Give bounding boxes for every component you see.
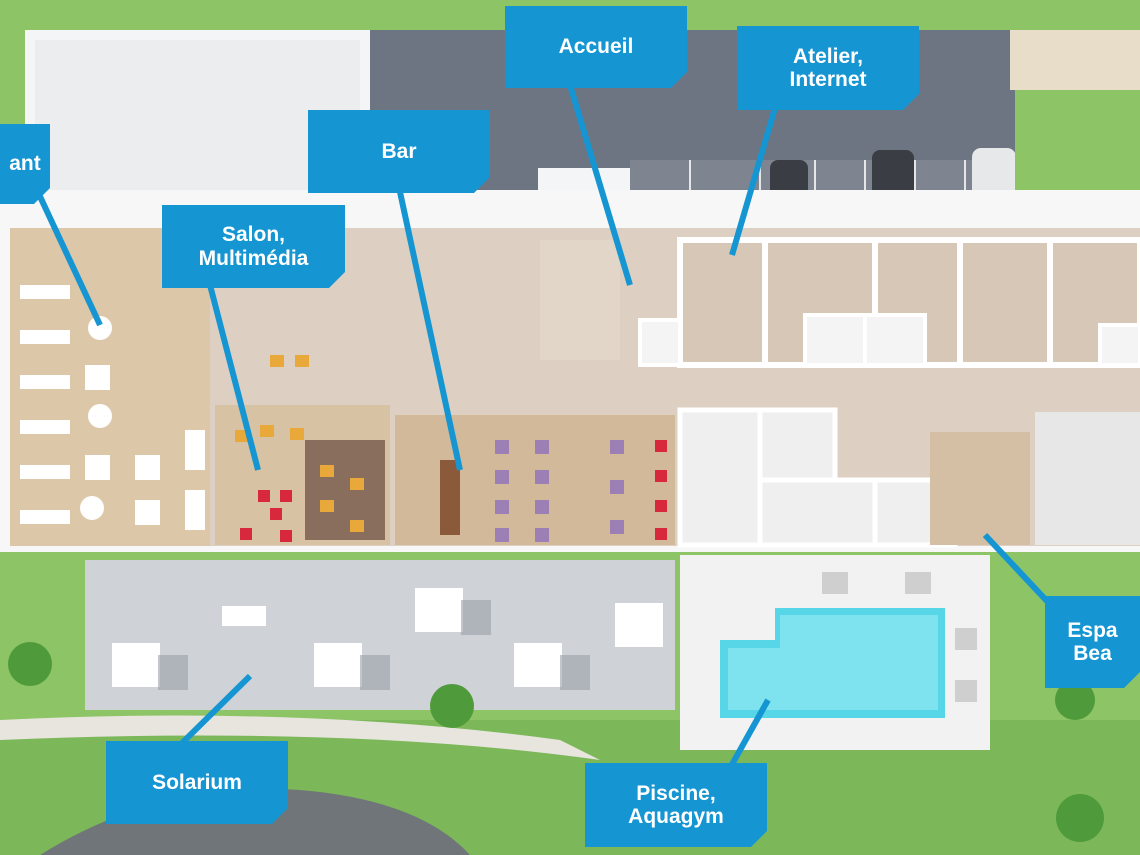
label-atelier-text: Atelier, Internet: [789, 44, 867, 91]
label-solarium-text: Solarium: [152, 770, 242, 794]
pool-shallow: [728, 615, 938, 710]
salon-armchairs: [235, 355, 364, 532]
label-solarium: Solarium: [106, 741, 288, 824]
neighbour-roof: [35, 40, 360, 190]
salon-carpet: [305, 440, 385, 540]
trees: [8, 642, 1104, 842]
reception-area: [540, 240, 620, 360]
label-salon-multimedia: Salon, Multimédia: [162, 205, 345, 288]
bar-tables: [495, 440, 624, 542]
label-restaurant: ant: [0, 124, 50, 204]
office-white-rooms: [638, 313, 1140, 367]
beauty-room: [930, 432, 1030, 545]
footpath: [0, 715, 600, 760]
salon-red-chairs: [240, 490, 292, 542]
label-atelier-internet: Atelier, Internet: [737, 26, 919, 110]
label-piscine-aquagym: Piscine, Aquagym: [585, 763, 767, 847]
label-piscine-text: Piscine, Aquagym: [628, 781, 724, 828]
sand-strip: [1010, 30, 1140, 90]
pool-loungers: [822, 572, 977, 702]
label-bar-text: Bar: [381, 139, 417, 163]
label-bar: Bar: [308, 110, 490, 193]
bar-counter: [440, 460, 460, 535]
parasols: [112, 588, 663, 687]
label-espace-text: Espa Bea: [1067, 618, 1118, 665]
label-espace-beaute: Espa Bea: [1045, 596, 1140, 688]
gym-room: [1035, 412, 1140, 545]
label-accueil: Accueil: [505, 6, 687, 88]
service-rooms: [677, 407, 958, 548]
restaurant-tables: [20, 285, 205, 530]
label-salon-text: Salon, Multimédia: [198, 223, 309, 270]
label-accueil-text: Accueil: [558, 35, 634, 59]
bar-red-chairs: [655, 440, 667, 540]
label-restaurant-text: ant: [9, 152, 41, 176]
parasol-shadows: [158, 600, 590, 690]
